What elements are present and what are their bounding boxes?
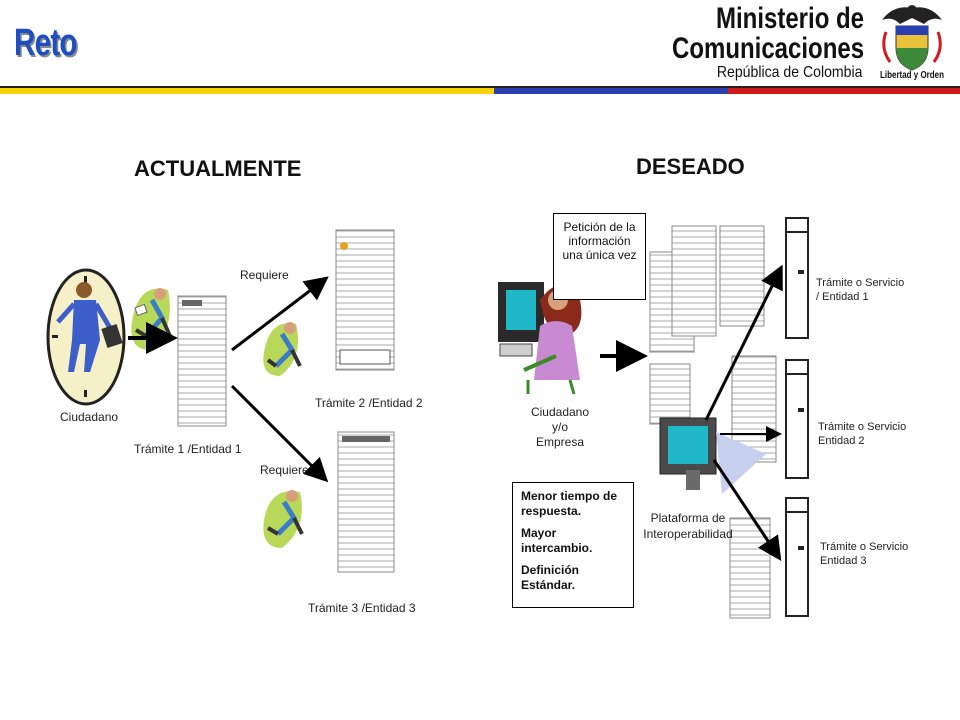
label-platform: Plataforma de Interoperabilidad [636,510,740,542]
label-requiere-top: Requiere [240,268,289,282]
label-platform-line1: Plataforma de [650,511,726,525]
header-bar-yellow [0,88,494,94]
label-service-entidad1-line1: Trámite o Servicio [816,277,905,289]
clock-citizen-icon [46,268,126,406]
label-tramite2: Trámite 2 /Entidad 2 [315,396,423,410]
label-ciudadano-empresa-line3: Empresa [535,435,585,449]
label-ciudadano-empresa-line2: y/o [551,420,568,434]
label-requiere-bottom: Requiere [260,463,309,477]
arrow-platform-to-entidad3 [712,459,782,561]
header-bar-black-line [0,86,960,88]
label-service-entidad3: Trámite o Servicio Entidad 3 [820,540,908,568]
label-service-entidad3-line1: Trámite o Servicio [820,541,909,553]
label-service-entidad3-line2: Entidad 3 [820,555,867,567]
label-service-entidad2-line1: Trámite o Servicio [818,421,907,433]
label-service-entidad2: Trámite o Servicio Entidad 2 [818,420,906,448]
request-once-box: Petición de la información una única vez [553,213,646,300]
label-ciudadano-empresa-line1: Ciudadano [530,405,590,419]
runner-icon-2 [263,322,302,376]
document-icon-tramite1 [177,295,227,427]
ministry-country: República de Colombia [716,64,862,81]
label-service-entidad2-line2: Entidad 2 [818,435,865,447]
label-service-entidad1: Trámite o Servicio / Entidad 1 [816,276,904,304]
label-service-entidad1-line2: / Entidad 1 [816,291,869,303]
benefits-box: Menor tiempo de respuesta. Mayor interca… [512,482,634,608]
server-icon-2 [785,359,809,479]
benefit-item: Mayor intercambio. [521,526,593,555]
slide-title: Reto [14,22,78,64]
document-icon-tramite2 [335,229,395,371]
server-icon-1 [785,217,809,339]
ministry-name-line2: Comunicaciones [671,32,864,65]
runner-icon-3 [263,490,304,548]
label-tramite3: Trámite 3 /Entidad 3 [308,601,416,615]
interoperability-platform-icon [659,417,766,494]
document-icon-tramite3 [337,431,395,573]
runner-icon-1 [131,288,172,350]
label-ciudadano: Ciudadano [60,410,119,424]
label-tramite1: Trámite 1 /Entidad 1 [134,442,242,456]
label-ciudadano-empresa: Ciudadano y/o Empresa [520,405,600,450]
header-bar-red [728,88,960,94]
heading-deseado: DESEADO [636,154,745,179]
arrow-to-tramite3 [230,384,329,483]
heading-actualmente: ACTUALMENTE [134,156,302,181]
benefit-item: Menor tiempo de respuesta. [521,489,618,518]
server-icon-3 [785,497,809,617]
arrow-to-tramite2 [231,276,329,352]
ministry-name-line1: Ministerio de [715,2,864,35]
arrow-platform-to-entidad1 [704,264,783,421]
seal-motto: Libertad y Orden [880,70,945,81]
benefit-item: Definición Estándar. [521,563,580,592]
label-platform-line2: Interoperabilidad [643,527,733,541]
header-bar-blue [494,88,728,94]
